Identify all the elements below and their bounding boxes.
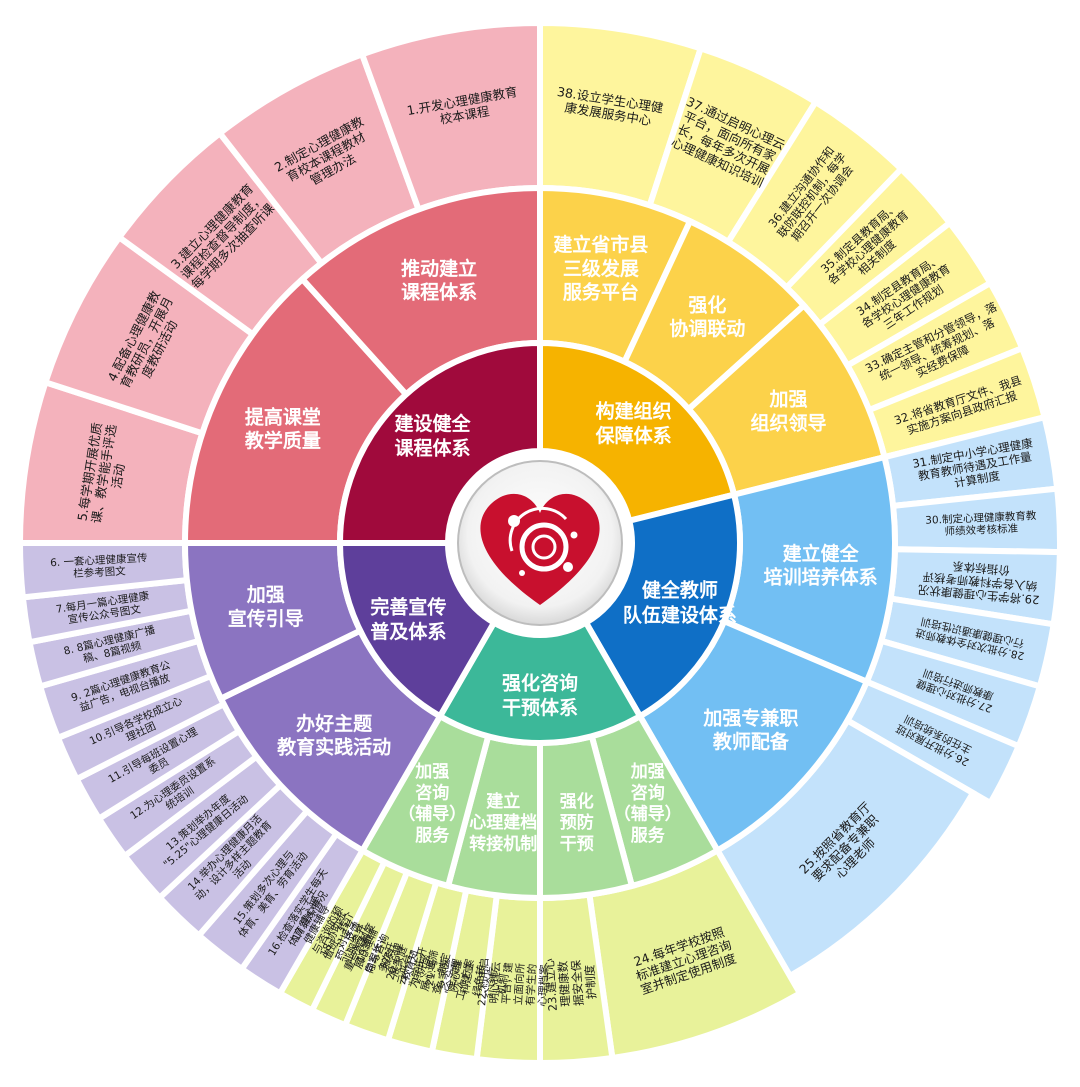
teacher-item-2-label: 30.制定心理健康教育教师绩效考核标准	[925, 509, 1038, 539]
consult-item-3-label: 22.利用启明心理云平台，建立面向所有学生的心理档案	[475, 957, 551, 1010]
course-group-2-label: 推动建立课程体系	[401, 257, 477, 304]
org-group-1-label: 建立省市县三级发展服务平台	[553, 233, 648, 303]
consult-group-4-label: 加强咨询（辅导）服务	[398, 762, 466, 846]
publicity-core-title: 完善宣传普及体系	[370, 595, 446, 643]
consult-item-2-label: 23.建立心理健康数据安全保护制度	[542, 955, 599, 1012]
org-group-2-label: 强化协调联动	[669, 293, 745, 340]
consult-group-3-label: 建立心理建档转接机制	[469, 791, 537, 855]
publicity-group-2-label: 加强宣传引导	[228, 584, 304, 630]
publicity-item-11-label: 6. 一套心理健康宣传栏参考图文	[50, 551, 149, 581]
org-core-title: 构建组织保障体系	[595, 400, 672, 448]
consult-item-5-label: 20.心理云平台，为学生开展心理筛查，制定"全流程工作方案	[384, 939, 476, 1001]
org-item-2-label: 37.通过启明心理云平台，面向所有家长，每年多次开展心理健康知识培训	[666, 94, 788, 192]
course-group-1-label: 提高课堂教学质量	[245, 405, 321, 452]
publicity-group-1-label: 办好主题教育实践活动	[277, 712, 391, 759]
consult-core-title: 强化咨询干预体系	[502, 671, 578, 719]
teacher-group-1-label: 建立健全培训培养体系	[764, 542, 878, 589]
teacher-item-3-label: 29.将学生心理健康状况纳入各学科教师考核评价指标体系	[917, 556, 1042, 607]
teacher-group-2-label: 加强专兼职教师配备	[702, 706, 798, 753]
course-core-title: 建设健全课程体系	[395, 412, 472, 460]
consult-item-4-label: 21.与多家医院心理科建立绿色转介诊疗机制	[424, 956, 513, 1001]
consult-group-1-label: 加强咨询（辅导）服务	[614, 762, 682, 846]
org-group-3-label: 加强组织领导	[751, 389, 827, 435]
consult-group-2-label: 强化预防干预	[560, 791, 594, 855]
heart-icon	[480, 493, 600, 605]
teacher-core-title: 健全教师队伍建设体系	[623, 579, 737, 627]
